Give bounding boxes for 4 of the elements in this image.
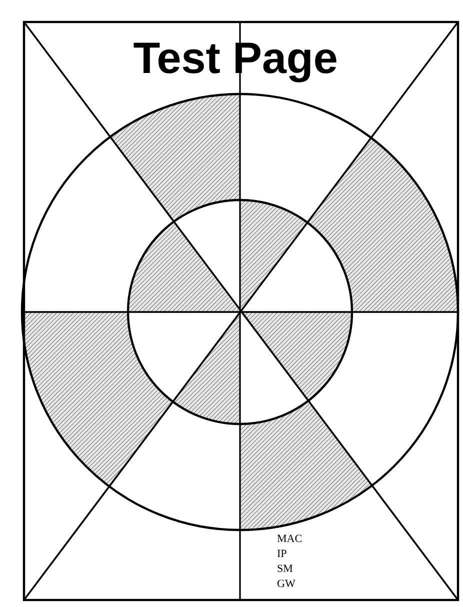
info-label: IP: [277, 548, 287, 561]
info-label: MAC: [277, 533, 302, 546]
info-label: SM: [277, 563, 293, 576]
info-label: GW: [277, 578, 296, 591]
